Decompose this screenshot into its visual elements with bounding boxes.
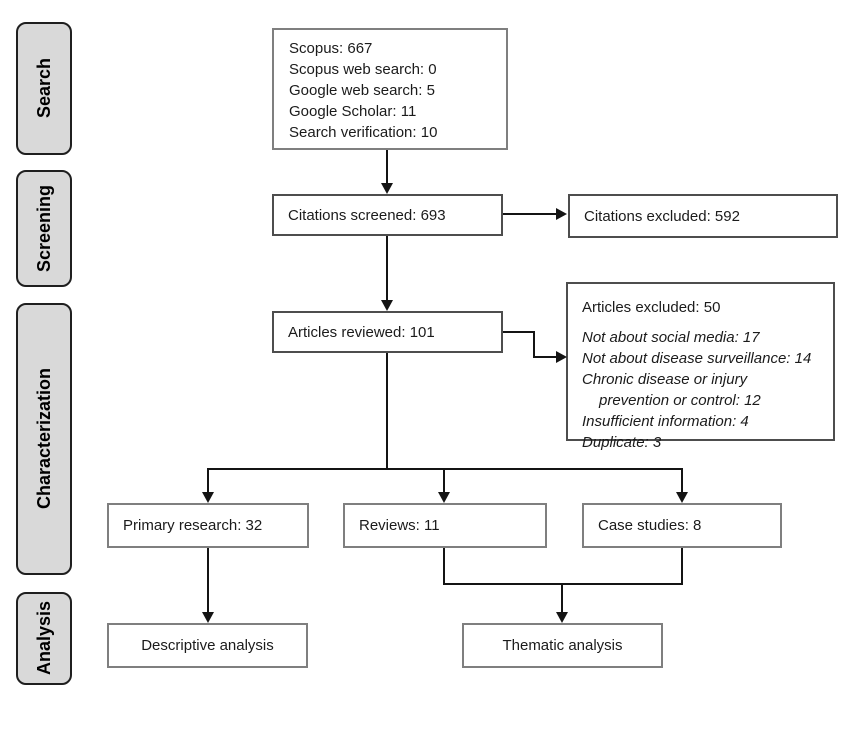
stage-search: Search — [16, 22, 72, 155]
arrow-reviewed-to-excluded-seg3 — [533, 356, 556, 358]
primary-research-label: Primary research: 32 — [123, 517, 263, 534]
merge-cross-line — [443, 583, 683, 585]
arrow-merge-to-thematic-line — [561, 585, 563, 612]
case-studies-label: Case studies: 8 — [598, 517, 702, 534]
reviews-label: Reviews: 11 — [359, 517, 440, 534]
stage-screening: Screening — [16, 170, 72, 287]
citations-excluded-label: Citations excluded: 592 — [584, 207, 740, 225]
primary-research-box: Primary research: 32 — [107, 503, 309, 548]
arrow-reviewed-to-excluded-seg2 — [533, 331, 535, 358]
arrow-screened-to-reviewed-head — [381, 300, 393, 311]
arrow-branch-to-primary-head — [202, 492, 214, 503]
arrow-branch-to-reviews-head — [438, 492, 450, 503]
arrow-branch-to-reviews-line — [443, 468, 445, 492]
exclusion-reason-duplicate: Duplicate: 3 — [582, 434, 662, 451]
merge-reviews-drop-line — [443, 548, 445, 585]
exclusion-reason-insufficient: Insufficient information: 4 — [582, 413, 749, 430]
citations-screened-label: Citations screened: 693 — [288, 206, 446, 224]
case-studies-box: Case studies: 8 — [582, 503, 782, 548]
arrow-branch-to-cases-head — [676, 492, 688, 503]
arrow-search-to-screened-head — [381, 183, 393, 194]
stage-analysis: Analysis — [16, 592, 72, 685]
descriptive-analysis-label: Descriptive analysis — [141, 637, 274, 654]
arrow-reviewed-to-excluded-seg1 — [503, 331, 535, 333]
articles-reviewed-box: Articles reviewed: 101 — [272, 311, 503, 353]
exclusion-reason-social-media: Not about social media: 17 — [582, 329, 760, 346]
thematic-analysis-box: Thematic analysis — [462, 623, 663, 668]
search-source-verification: Search verification: 10 — [289, 124, 438, 141]
arrow-reviewed-to-excluded-head — [556, 351, 567, 363]
search-source-scopus-web: Scopus web search: 0 — [289, 61, 437, 78]
search-source-google-scholar: Google Scholar: 11 — [289, 103, 417, 120]
branch-cross-line — [207, 468, 683, 470]
merge-cases-drop-line — [681, 548, 683, 585]
articles-excluded-box: Articles excluded: 50 Not about social m… — [566, 282, 835, 451]
stage-analysis-label: Analysis — [33, 601, 54, 676]
stage-screening-label: Screening — [33, 184, 54, 273]
arrow-screened-to-excluded-line — [503, 213, 556, 215]
citations-screened-box: Citations screened: 693 — [272, 194, 503, 236]
arrow-screened-to-excluded-head — [556, 208, 567, 220]
exclusion-reason-chronic-line1: Chronic disease or injury — [582, 371, 748, 388]
stage-characterization: Characterization — [16, 303, 72, 575]
arrow-branch-to-primary-line — [207, 468, 209, 492]
stage-search-label: Search — [33, 58, 54, 119]
thematic-analysis-label: Thematic analysis — [502, 637, 623, 654]
exclusion-reason-chronic-line2: prevention or control: 12 — [599, 392, 761, 409]
arrow-screened-to-reviewed-line — [386, 236, 388, 300]
search-source-scopus: Scopus: 667 — [289, 40, 373, 57]
descriptive-analysis-box: Descriptive analysis — [107, 623, 308, 668]
reviews-box: Reviews: 11 — [343, 503, 547, 548]
search-results-box: Scopus: 667 Scopus web search: 0 Google … — [272, 28, 508, 150]
arrow-search-to-screened-line — [386, 150, 388, 183]
exclusion-reason-surveillance: Not about disease surveillance: 14 — [582, 350, 812, 367]
arrow-merge-to-thematic-head — [556, 612, 568, 623]
search-source-google-web: Google web search: 5 — [289, 82, 435, 99]
branch-stem-line — [386, 353, 388, 470]
articles-reviewed-label: Articles reviewed: 101 — [288, 323, 435, 341]
arrow-branch-to-cases-line — [681, 468, 683, 492]
articles-excluded-title: Articles excluded: 50 — [582, 299, 721, 316]
arrow-primary-to-descriptive-head — [202, 612, 214, 623]
arrow-primary-to-descriptive-line — [207, 548, 209, 612]
citations-excluded-box: Citations excluded: 592 — [568, 194, 838, 238]
stage-characterization-label: Characterization — [33, 368, 54, 510]
